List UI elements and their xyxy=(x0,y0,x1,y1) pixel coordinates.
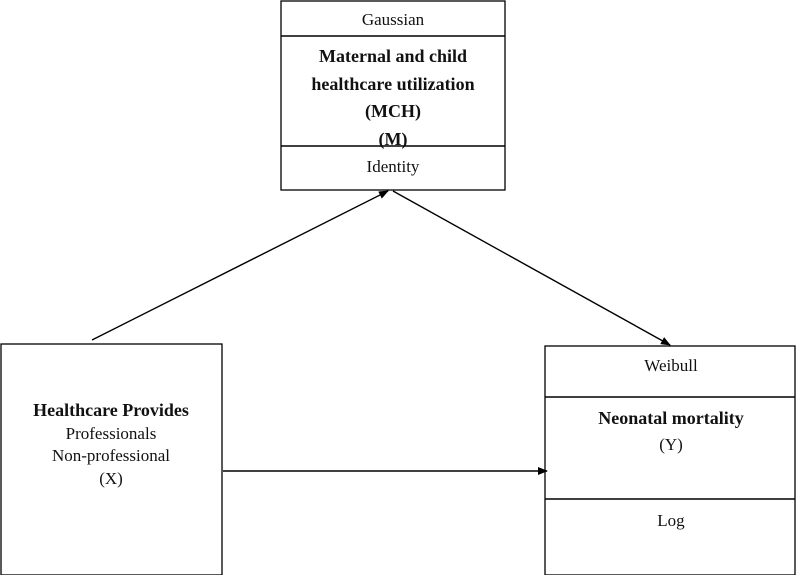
exposure-title: Healthcare Provides xyxy=(33,400,189,420)
outcome-title: Neonatal mortality xyxy=(598,408,743,428)
mediator-box xyxy=(280,0,506,191)
mediator-link-label: Identity xyxy=(367,157,420,176)
exposure-node: Healthcare Provides Professionals Non-pr… xyxy=(0,343,223,575)
outcome-box xyxy=(544,345,796,575)
arrow-mediator-to-outcome xyxy=(392,190,671,346)
mediator-node: Gaussian Maternal and child healthcare u… xyxy=(280,0,506,191)
outcome-distribution-label: Weibull xyxy=(644,356,698,375)
outcome-symbol: (Y) xyxy=(659,435,683,454)
outcome-link-label: Log xyxy=(657,511,685,530)
mediator-symbol: (M) xyxy=(379,129,408,150)
mediator-abbreviation: (MCH) xyxy=(365,101,421,122)
exposure-box xyxy=(0,343,223,575)
exposure-line1: Professionals xyxy=(66,424,157,443)
mediator-title-line2: healthcare utilization xyxy=(311,74,474,94)
exposure-symbol: (X) xyxy=(99,469,123,488)
mediator-title-line1: Maternal and child xyxy=(319,46,467,66)
arrow-exposure-to-mediator xyxy=(91,190,389,341)
outcome-node: Weibull Neonatal mortality (Y) Log xyxy=(544,345,796,575)
exposure-line2: Non-professional xyxy=(52,446,170,465)
mediator-distribution-label: Gaussian xyxy=(362,10,425,29)
